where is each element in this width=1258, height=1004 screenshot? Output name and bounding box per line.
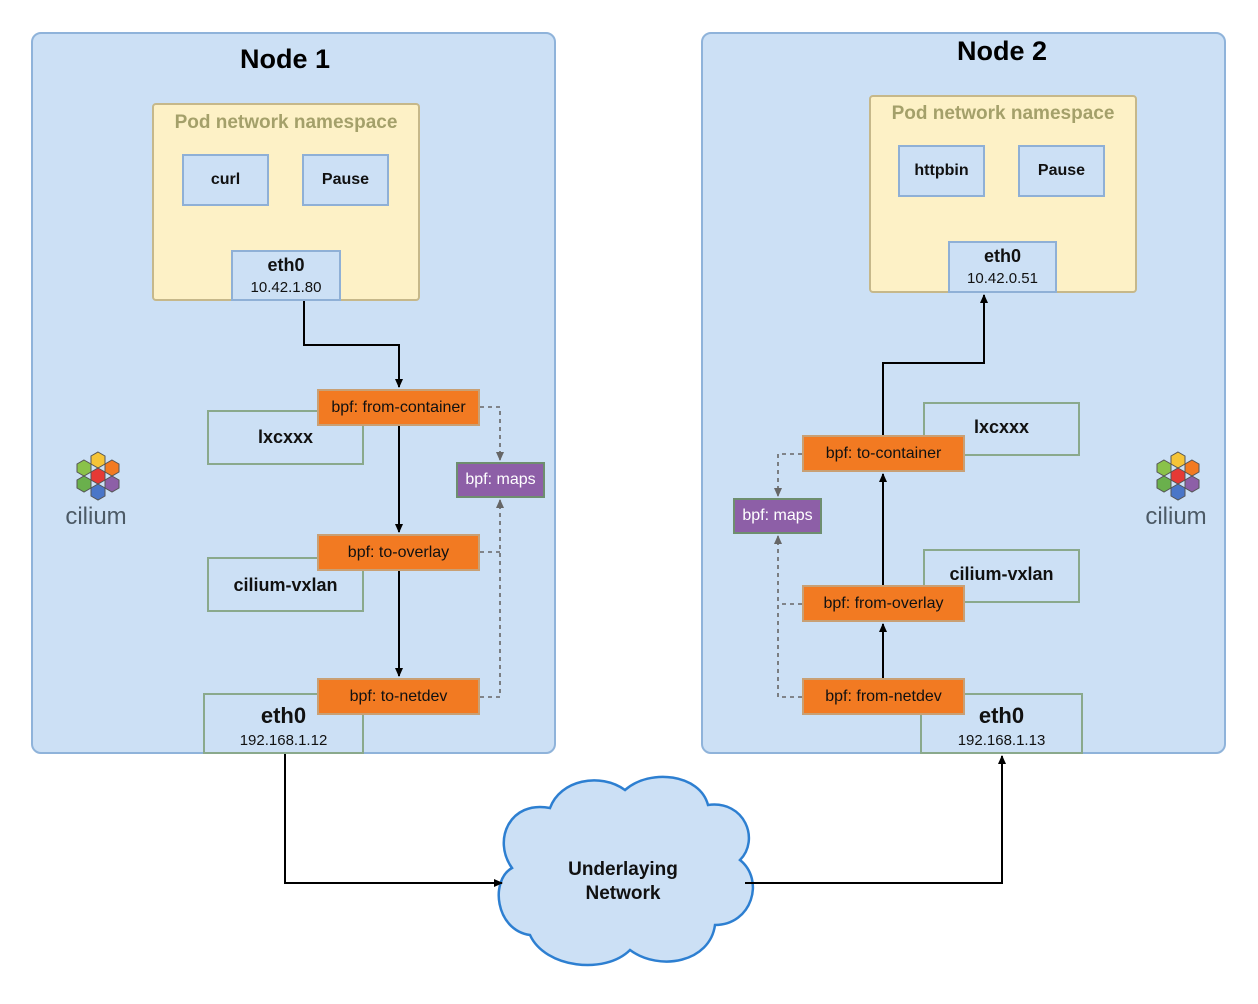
underlay-network-line2: Network [585, 883, 661, 904]
node-1-vxlan-device[interactable]: cilium-vxlan [207, 557, 364, 612]
node-1-pod-eth0[interactable]: eth0 10.42.1.80 [231, 250, 341, 301]
node-1-bpf-to-netdev[interactable]: bpf: to-netdev [317, 678, 480, 715]
node-1-lxc-device[interactable]: lxcxxx [207, 410, 364, 465]
flow-underlay-to-node2 [745, 755, 1006, 884]
node-1-title: Node 1 [239, 44, 331, 74]
node-2-bpf-maps[interactable]: bpf: maps [733, 498, 822, 534]
node-1-cilium-logo: cilium [60, 450, 132, 530]
node-2-bpf-from-overlay[interactable]: bpf: from-overlay [802, 585, 965, 622]
node-1-pod-eth0-ip: 10.42.1.80 [250, 279, 322, 296]
node-2-pod-namespace-title: Pod network namespace [891, 103, 1115, 124]
node-1-bpf-to-overlay[interactable]: bpf: to-overlay [317, 534, 480, 571]
cilium-hex-icon [76, 451, 120, 501]
underlay-network-label: Underlaying Network [553, 858, 693, 906]
node-2-cilium-logo: cilium [1140, 450, 1212, 530]
node-2-bpf-from-netdev[interactable]: bpf: from-netdev [802, 678, 965, 715]
node-2-container-pause[interactable]: Pause [1018, 145, 1105, 197]
node-1-container-curl[interactable]: curl [182, 154, 269, 206]
cilium-hex-icon [1156, 451, 1200, 501]
node-2-host-eth0[interactable]: eth0 192.168.1.13 [920, 693, 1083, 754]
node-2-title: Node 2 [956, 36, 1048, 66]
node-1-container-pause[interactable]: Pause [302, 154, 389, 206]
node-1-bpf-maps[interactable]: bpf: maps [456, 462, 545, 498]
node-1-bpf-from-container[interactable]: bpf: from-container [317, 389, 480, 426]
node-2-pod-eth0[interactable]: eth0 10.42.0.51 [948, 241, 1057, 293]
node-1-cilium-logo-text: cilium [65, 503, 127, 530]
node-1-pod-eth0-name: eth0 [267, 255, 305, 275]
flow-node1-to-underlay [284, 754, 503, 887]
node-2-pod-eth0-ip: 10.42.0.51 [967, 270, 1038, 287]
node-1-pod-namespace-title: Pod network namespace [174, 112, 398, 133]
node-2-container-httpbin[interactable]: httpbin [898, 145, 985, 197]
node-2-host-eth0-ip: 192.168.1.13 [957, 732, 1046, 749]
node-1-host-eth0-name: eth0 [260, 703, 307, 728]
node-2-vxlan-device[interactable]: cilium-vxlan [923, 549, 1080, 603]
node-1-host-eth0-ip: 192.168.1.12 [239, 732, 328, 749]
underlay-network-line1: Underlaying [568, 859, 678, 880]
node-2-bpf-to-container[interactable]: bpf: to-container [802, 435, 965, 472]
node-2-cilium-logo-text: cilium [1145, 503, 1207, 530]
node-2-host-eth0-name: eth0 [978, 703, 1025, 728]
node-2-pod-eth0-name: eth0 [983, 246, 1021, 266]
